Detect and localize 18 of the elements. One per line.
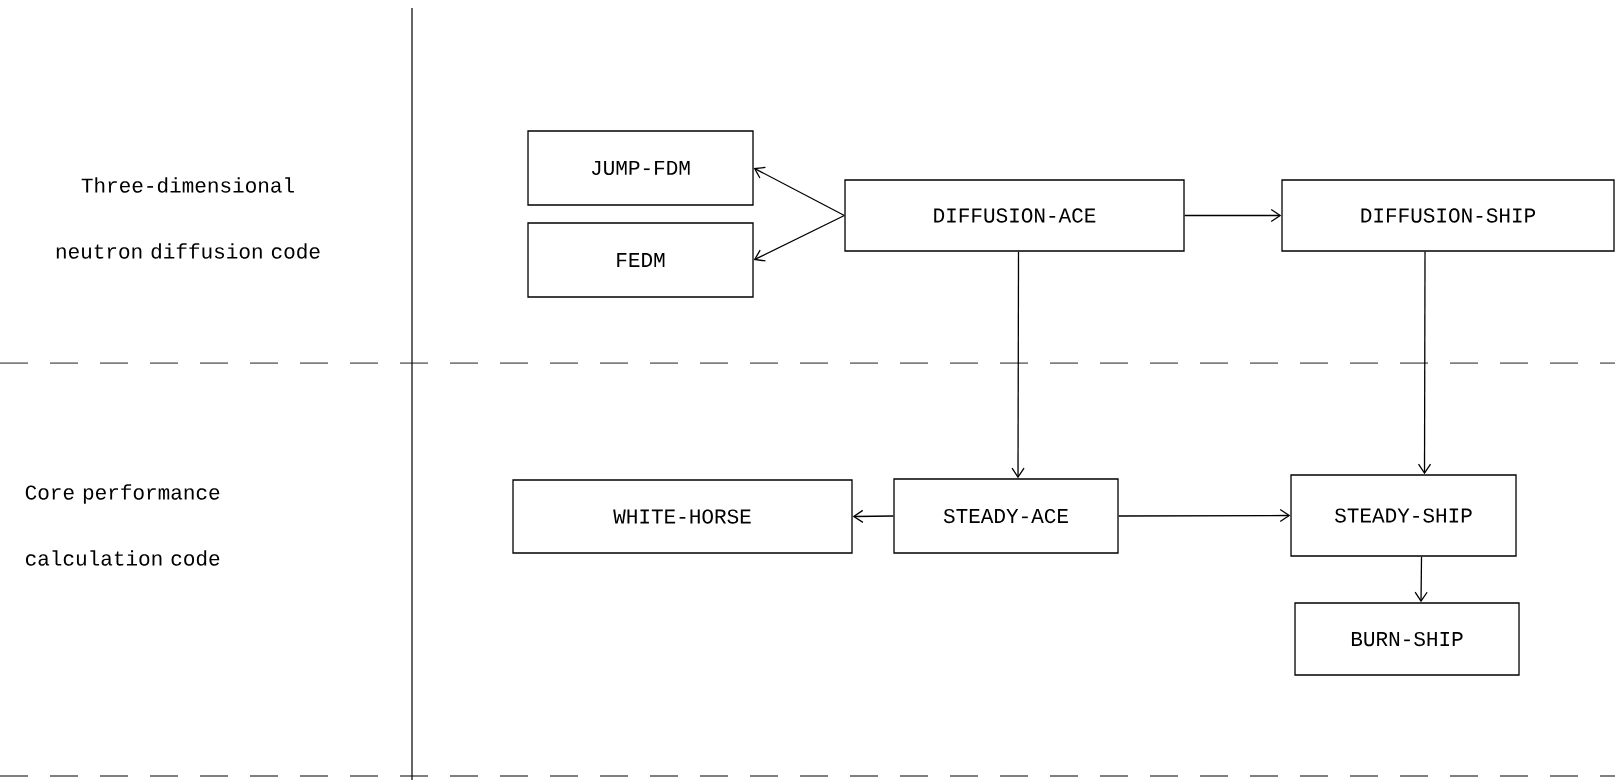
- arrow: [1118, 508, 1291, 523]
- arrow: [1414, 556, 1428, 603]
- arrow: [753, 214, 845, 262]
- arrow: [753, 166, 845, 217]
- arrow: [1417, 251, 1432, 475]
- arrow: [1011, 251, 1025, 479]
- arrow: [1184, 208, 1282, 223]
- process-box: JUMP-FDM: [527, 130, 754, 206]
- process-box: FEDM: [527, 222, 754, 298]
- arrow: [852, 509, 894, 524]
- process-box: STEADY-SHIP: [1290, 474, 1517, 557]
- process-box: WHITE-HORSE: [512, 479, 853, 554]
- process-box: DIFFUSION-ACE: [844, 179, 1185, 252]
- side-label: Core performance calculation code: [25, 484, 220, 566]
- process-box: BURN-SHIP: [1294, 602, 1520, 676]
- process-box: STEADY-ACE: [893, 478, 1119, 554]
- side-label: Three-dimensional neutron diffusion code: [56, 177, 320, 259]
- process-box: DIFFUSION-SHIP: [1281, 179, 1615, 252]
